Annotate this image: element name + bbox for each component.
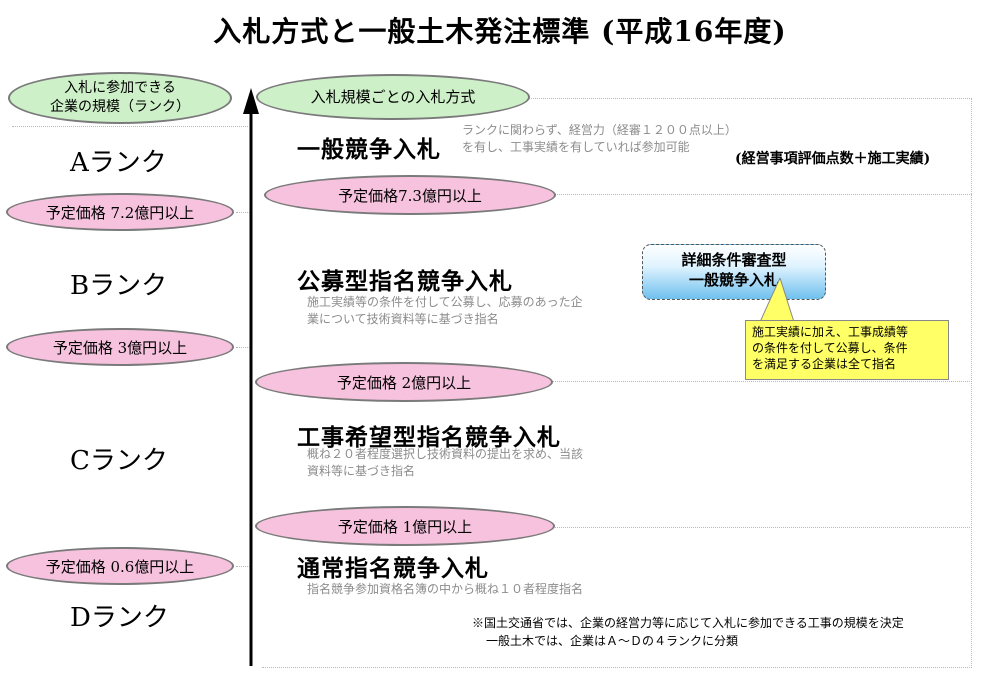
grid-line-3: [236, 347, 250, 348]
special-method-note: 施工実績に加え、工事成績等 の条件を付して公募し、条件 を満足する企業は全て指名: [745, 320, 949, 380]
left-grid-line: [12, 126, 248, 127]
special-method-label: 詳細条件審査型 一般競争入札: [681, 251, 787, 289]
method-kibou-title: 工事希望型指名競争入札: [297, 424, 561, 451]
right-threshold-1: 予定価格 1億円以上: [255, 506, 555, 546]
method-koubo-desc: 施工実績等の条件を付して公募し、応募のあった企 業について技術資料等に基づき指名: [307, 295, 583, 326]
right-top-grid-line: [262, 98, 972, 99]
right-header-ellipse: 入札規模ごとの入札方式: [256, 74, 530, 120]
page-title: 入札方式と一般土木発注標準 (平成16年度): [213, 15, 787, 48]
special-method-box: [642, 244, 826, 300]
method-tsujo-desc: 指名競争参加資格名簿の中から概ね１０者程度指名: [307, 582, 584, 596]
grid-line-2: [552, 381, 972, 382]
right-threshold-73: 予定価格7.3億円以上: [264, 175, 556, 215]
note-pointer: [759, 278, 795, 323]
left-header-ellipse: 入札に参加できる 企業の規模（ランク）: [8, 72, 232, 124]
method-ippan-criteria: (経営事項評価点数＋施工実績): [735, 151, 931, 167]
footnote-1: ※国土交通省では、企業の経営力等に応じて入札に参加できる工事の規模を決定: [472, 616, 904, 630]
grid-line-06: [236, 566, 250, 567]
rank-d-label: Dランク: [70, 603, 169, 633]
grid-line-72: [236, 212, 250, 213]
scale-arrow: [243, 88, 259, 666]
method-ippan-title: 一般競争入札: [297, 136, 441, 163]
footnote-2: 一般土木では、企業はＡ～Ｄの４ランクに分類: [486, 634, 739, 648]
right-threshold-2: 予定価格 2億円以上: [255, 362, 553, 402]
grid-line-1: [555, 527, 972, 528]
left-threshold-72: 予定価格 7.2億円以上: [6, 193, 234, 231]
right-frame-line: [971, 98, 972, 668]
left-threshold-06: 予定価格 0.6億円以上: [6, 547, 234, 585]
left-threshold-3: 予定価格 3億円以上: [6, 328, 234, 366]
method-ippan-desc: ランクに関わらず、経営力（経審１２００点以上） を有し、工事実績を有していれば参…: [462, 123, 737, 154]
rank-a-label: Aランク: [70, 148, 167, 178]
method-kibou-desc: 概ね２０者程度選択し技術資料の提出を求め、当該 資料等に基づき指名: [307, 447, 584, 478]
method-tsujo-title: 通常指名競争入札: [297, 555, 489, 582]
rank-b-label: Bランク: [70, 271, 168, 301]
right-bottom-grid-line: [262, 667, 972, 668]
rank-c-label: Cランク: [70, 446, 168, 476]
grid-line-73: [555, 194, 972, 195]
method-koubo-title: 公募型指名競争入札: [297, 268, 513, 295]
